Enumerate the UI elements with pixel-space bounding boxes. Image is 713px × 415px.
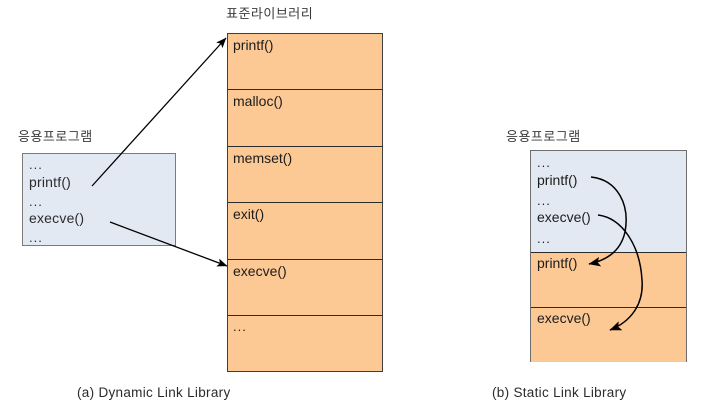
panel-a-app-line-4: ...	[29, 230, 43, 245]
panel-b-app-segment: ... printf() ... execve() ...	[531, 151, 686, 252]
panel-a-app-line-printf: printf()	[29, 174, 72, 190]
library-cell-printf: printf()	[228, 34, 382, 90]
library-cell-malloc: malloc()	[228, 90, 382, 147]
panel-a-app-box: ... printf() ... execve() ...	[22, 153, 176, 246]
library-cell-printf-label: printf()	[233, 37, 274, 53]
panel-b-linked-printf: printf()	[531, 252, 686, 307]
panel-b-app-line-0: ...	[537, 155, 551, 170]
library-cell-execve-label: execve()	[233, 263, 287, 279]
panel-b-linked-printf-label: printf()	[537, 255, 578, 271]
library-cell-ellipsis: ...	[228, 316, 382, 371]
library-cell-memset: memset()	[228, 147, 382, 203]
panel-b-program-box: ... printf() ... execve() ... printf() e…	[530, 150, 687, 362]
panel-a-app-line-execve: execve()	[29, 210, 85, 226]
library-cell-exit: exit()	[228, 203, 382, 260]
library-cell-malloc-label: malloc()	[233, 93, 283, 109]
panel-b-app-title: 응용프로그램	[506, 129, 581, 144]
panel-a-app-title: 응용프로그램	[18, 129, 93, 144]
panel-b-app-line-4: ...	[537, 231, 551, 246]
panel-a-library-box: printf() malloc() memset() exit() execve…	[227, 33, 383, 372]
library-cell-execve: execve()	[228, 260, 382, 316]
library-cell-ellipsis-label: ...	[233, 319, 247, 334]
panel-a-app-line-2: ...	[29, 194, 43, 209]
panel-b-linked-execve: execve()	[531, 307, 686, 362]
panel-a-app-line-0: ...	[29, 157, 43, 172]
panel-b-app-line-execve: execve()	[537, 209, 591, 225]
panel-a-library-title: 표준라이브러리	[226, 6, 314, 21]
panel-b-app-line-printf: printf()	[537, 172, 578, 188]
panel-b-app-line-2: ...	[537, 193, 551, 208]
library-cell-memset-label: memset()	[233, 150, 293, 166]
panel-b-caption: (b) Static Link Library	[492, 385, 627, 400]
library-cell-exit-label: exit()	[233, 206, 265, 222]
panel-b-linked-execve-label: execve()	[537, 310, 591, 326]
panel-a-caption: (a) Dynamic Link Library	[77, 385, 231, 400]
